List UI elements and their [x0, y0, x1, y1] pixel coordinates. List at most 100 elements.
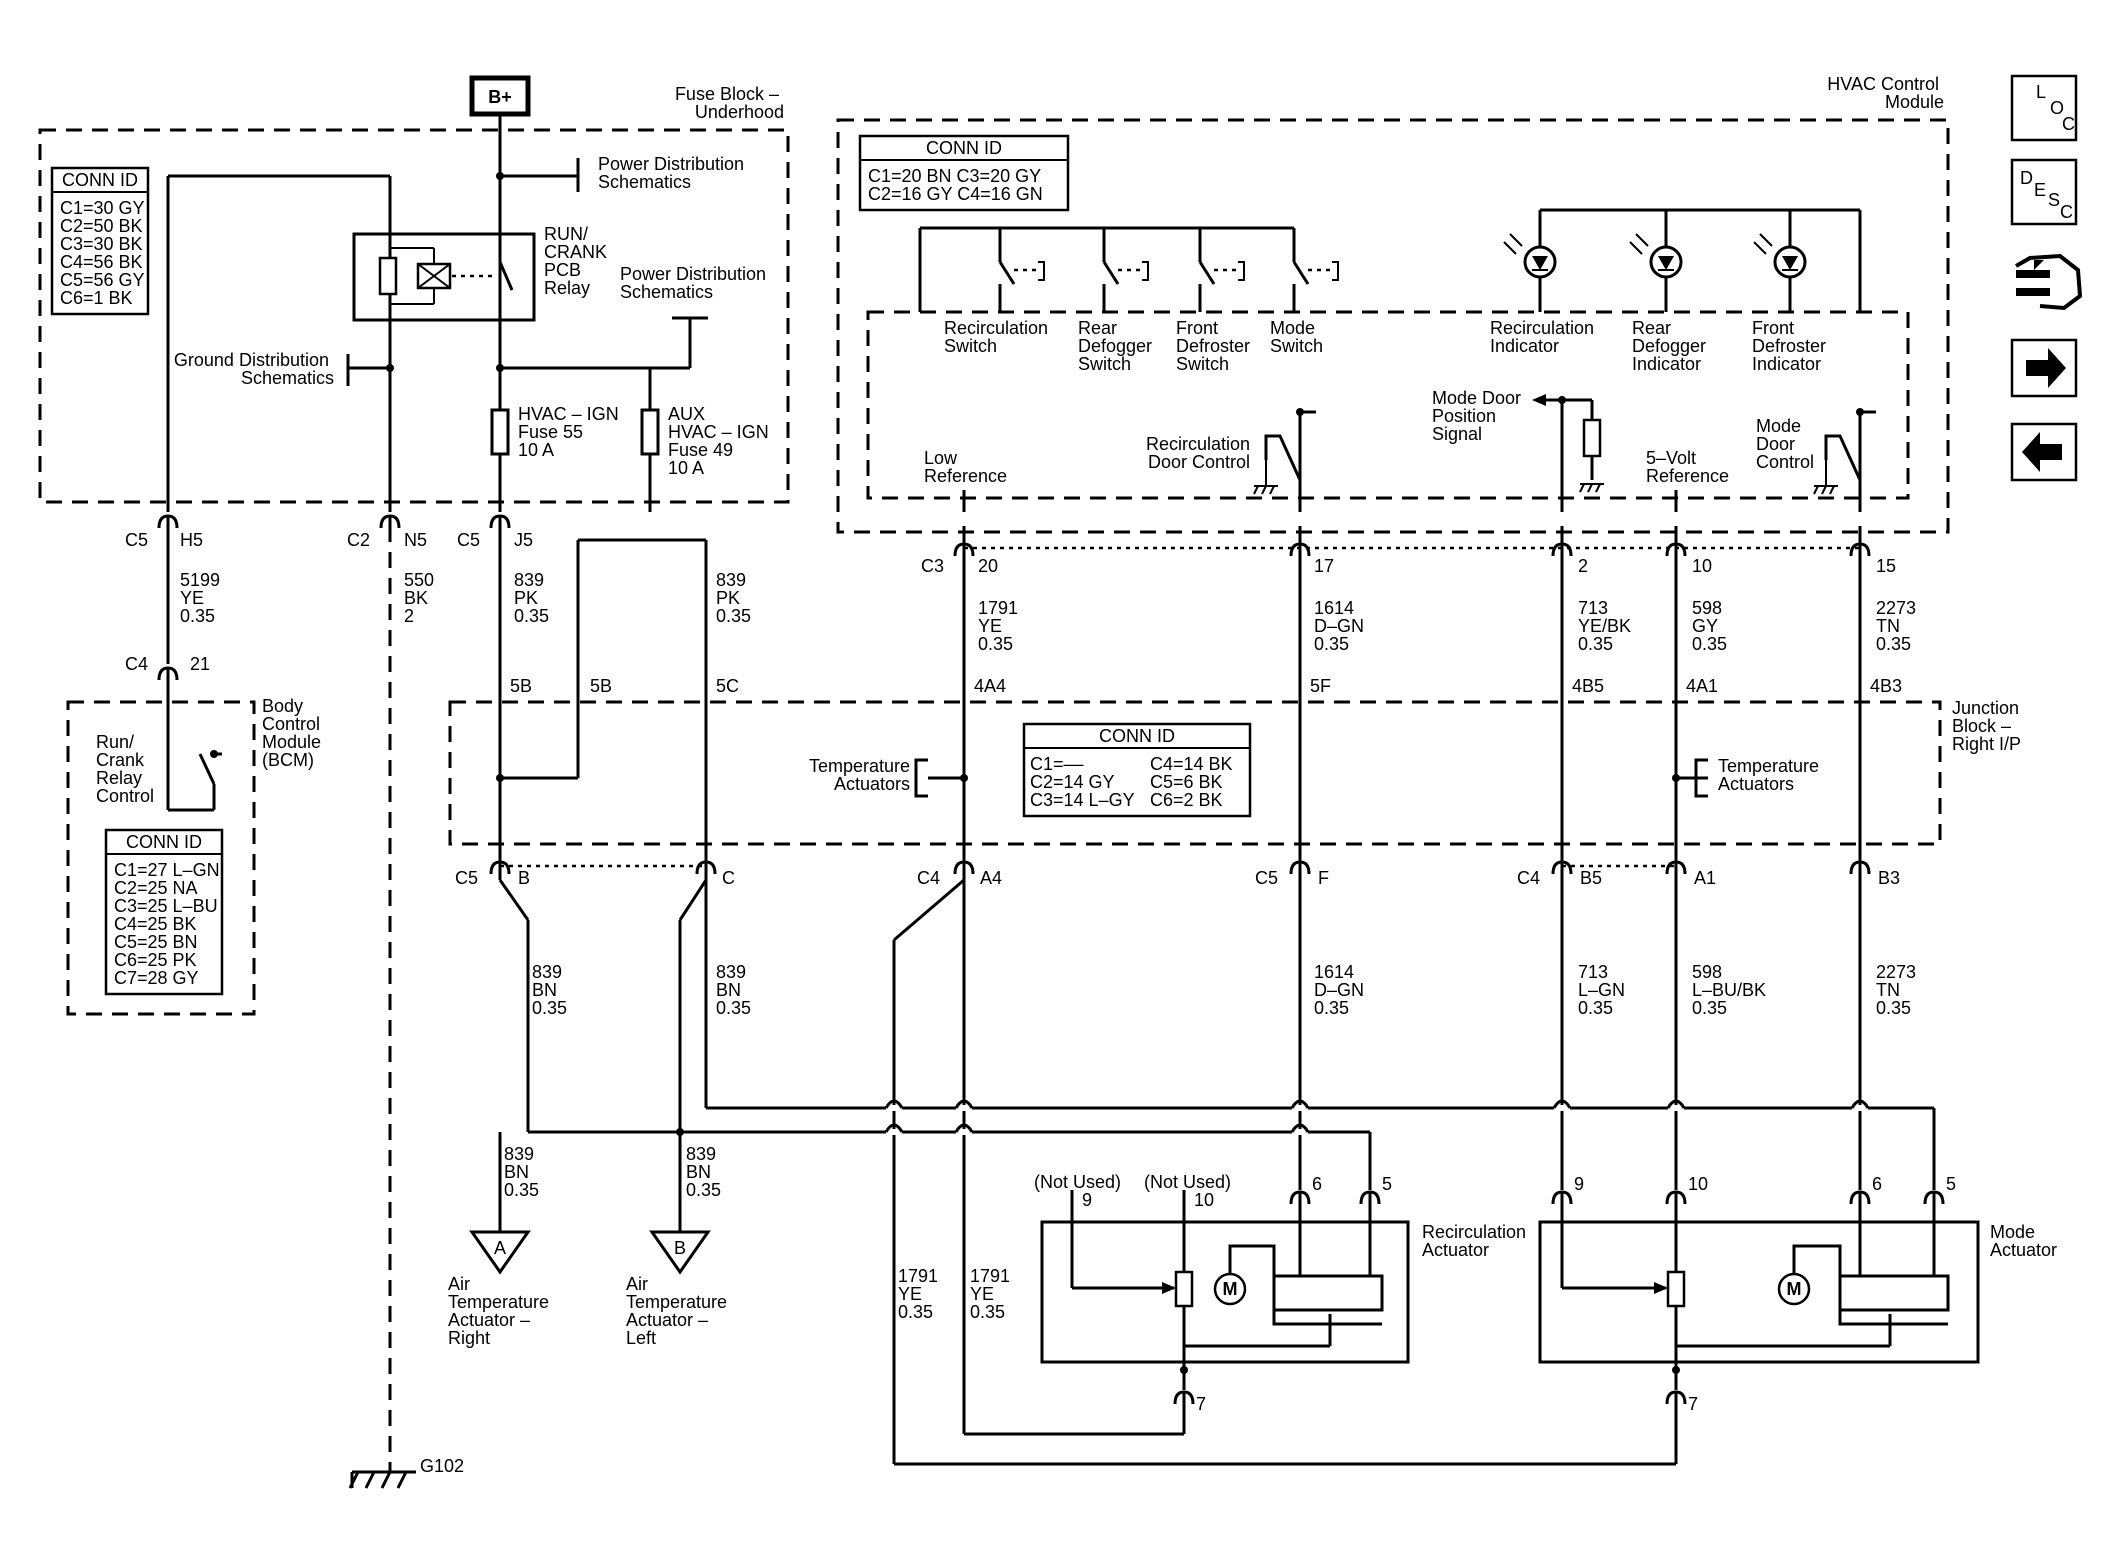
hvac-switches: [998, 228, 1339, 312]
not-used-2: (Not Used): [1144, 1172, 1231, 1192]
air-temp-actuator-right: A: [469, 1230, 531, 1275]
svg-text:C1=27 L–GN: C1=27 L–GN: [114, 860, 220, 880]
junction-block-title: Junction Block – Right I/P: [1952, 698, 2024, 754]
prev-button[interactable]: [2010, 422, 2078, 482]
recirculation-actuator: M: [1040, 1190, 1410, 1390]
svg-text:C5: C5: [457, 530, 480, 550]
svg-text:C5: C5: [455, 868, 478, 888]
crossover-hop-1: [954, 1099, 974, 1109]
svg-text:M: M: [1787, 1279, 1802, 1299]
svg-text:4A1: 4A1: [1686, 676, 1718, 696]
svg-text:4B3: 4B3: [1870, 676, 1902, 696]
fuse55-label: HVAC – IGN Fuse 55 10 A: [518, 404, 624, 460]
svg-text:A: A: [494, 1238, 506, 1258]
svg-text:C4: C4: [1517, 868, 1540, 888]
desc-button[interactable]: D E S C: [2010, 158, 2078, 226]
svg-text:C1=30 GY: C1=30 GY: [60, 198, 145, 218]
conn-table-junction: CONN ID C1=–– C2=14 GY C3=14 L–GY C4=14 …: [1022, 722, 1252, 818]
conn-table-fuse-block: CONN ID C1=30 GY C2=50 BK C3=30 BK C4=56…: [50, 166, 150, 316]
svg-text:B5: B5: [1580, 868, 1602, 888]
svg-text:C4: C4: [917, 868, 940, 888]
crossover-mask-0: [886, 1105, 902, 1111]
svg-text:CONN ID: CONN ID: [1099, 726, 1175, 746]
svg-text:5B: 5B: [510, 676, 532, 696]
not-used-1: (Not Used): [1034, 1172, 1121, 1192]
svg-text:10: 10: [1688, 1174, 1708, 1194]
main-wires: [166, 526, 1862, 1472]
crossover-mask-3: [1554, 1105, 1570, 1111]
hvac-module-title: HVAC Control Module: [1827, 74, 1944, 112]
svg-text:C7=28 GY: C7=28 GY: [114, 968, 199, 988]
svg-text:E: E: [2034, 180, 2046, 200]
svg-text:C2=16 GY C4=16 GN: C2=16 GY C4=16 GN: [868, 184, 1043, 204]
svg-text:J5: J5: [514, 530, 533, 550]
next-button[interactable]: [2010, 338, 2078, 398]
air-temp-actuator-left: B: [649, 1230, 711, 1275]
loc-button[interactable]: L O C: [2010, 74, 2078, 142]
pin-labels: C5 H5 C2 N5 C5 J5 C4 21 C3 20 17 2 10 15…: [125, 530, 1956, 1414]
svg-text:C: C: [2062, 114, 2075, 134]
crossover-hop-6: [884, 1123, 904, 1133]
svg-text:C4=14 BK: C4=14 BK: [1150, 754, 1233, 774]
mode-actuator: M: [1538, 1202, 1980, 1390]
svg-text:CONN ID: CONN ID: [926, 138, 1002, 158]
svg-text:C4: C4: [125, 654, 148, 674]
fuse-block-outline: [38, 128, 790, 504]
junction-block-outline: [448, 700, 1942, 846]
conn-table-bcm: CONN ID C1=27 L–GN C2=25 NA C3=25 L–BU C…: [104, 828, 224, 996]
svg-text:9: 9: [1574, 1174, 1584, 1194]
battery-label: B+: [488, 87, 512, 107]
svg-text:C6=25 PK: C6=25 PK: [114, 950, 197, 970]
bcm-outline: [66, 700, 256, 1016]
svg-text:20: 20: [978, 556, 998, 576]
svg-text:C2=50 BK: C2=50 BK: [60, 216, 143, 236]
svg-text:5F: 5F: [1310, 676, 1331, 696]
svg-text:6: 6: [1872, 1174, 1882, 1194]
hvac-inner-outline: [866, 310, 1910, 500]
conn-table-hvac: CONN ID C1=20 BN C3=20 GY C2=16 GY C4=16…: [858, 134, 1070, 212]
svg-text:10: 10: [1194, 1190, 1214, 1210]
svg-text:A1: A1: [1694, 868, 1716, 888]
svg-text:C5=56 GY: C5=56 GY: [60, 270, 145, 290]
svg-text:5: 5: [1946, 1174, 1956, 1194]
crossover-mask-7: [956, 1129, 972, 1135]
crossover-hop-7: [954, 1123, 974, 1133]
svg-text:B: B: [518, 868, 530, 888]
svg-text:5B: 5B: [590, 676, 612, 696]
svg-text:H5: H5: [180, 530, 203, 550]
svg-text:C6=1 BK: C6=1 BK: [60, 288, 133, 308]
crossover-hop-0: [884, 1099, 904, 1109]
lower-wires: [498, 878, 1936, 1466]
connector-button[interactable]: [2015, 253, 2083, 311]
svg-text:CONN ID: CONN ID: [126, 832, 202, 852]
crossover-mask-8: [1292, 1129, 1308, 1135]
svg-text:B3: B3: [1878, 868, 1900, 888]
hvac-switch-0: [998, 228, 1045, 312]
hvac-module-outline: [836, 118, 1950, 534]
power-dist-label-1: Power Distribution Schematics: [598, 154, 749, 192]
crossover-mask-6: [886, 1129, 902, 1135]
ground-dist-label: Ground Distribution Schematics: [174, 350, 334, 388]
bcm-title: Body Control Module (BCM): [262, 696, 326, 770]
hvac-switch-3: [1292, 228, 1339, 312]
svg-text:C4=56 BK: C4=56 BK: [60, 252, 143, 272]
